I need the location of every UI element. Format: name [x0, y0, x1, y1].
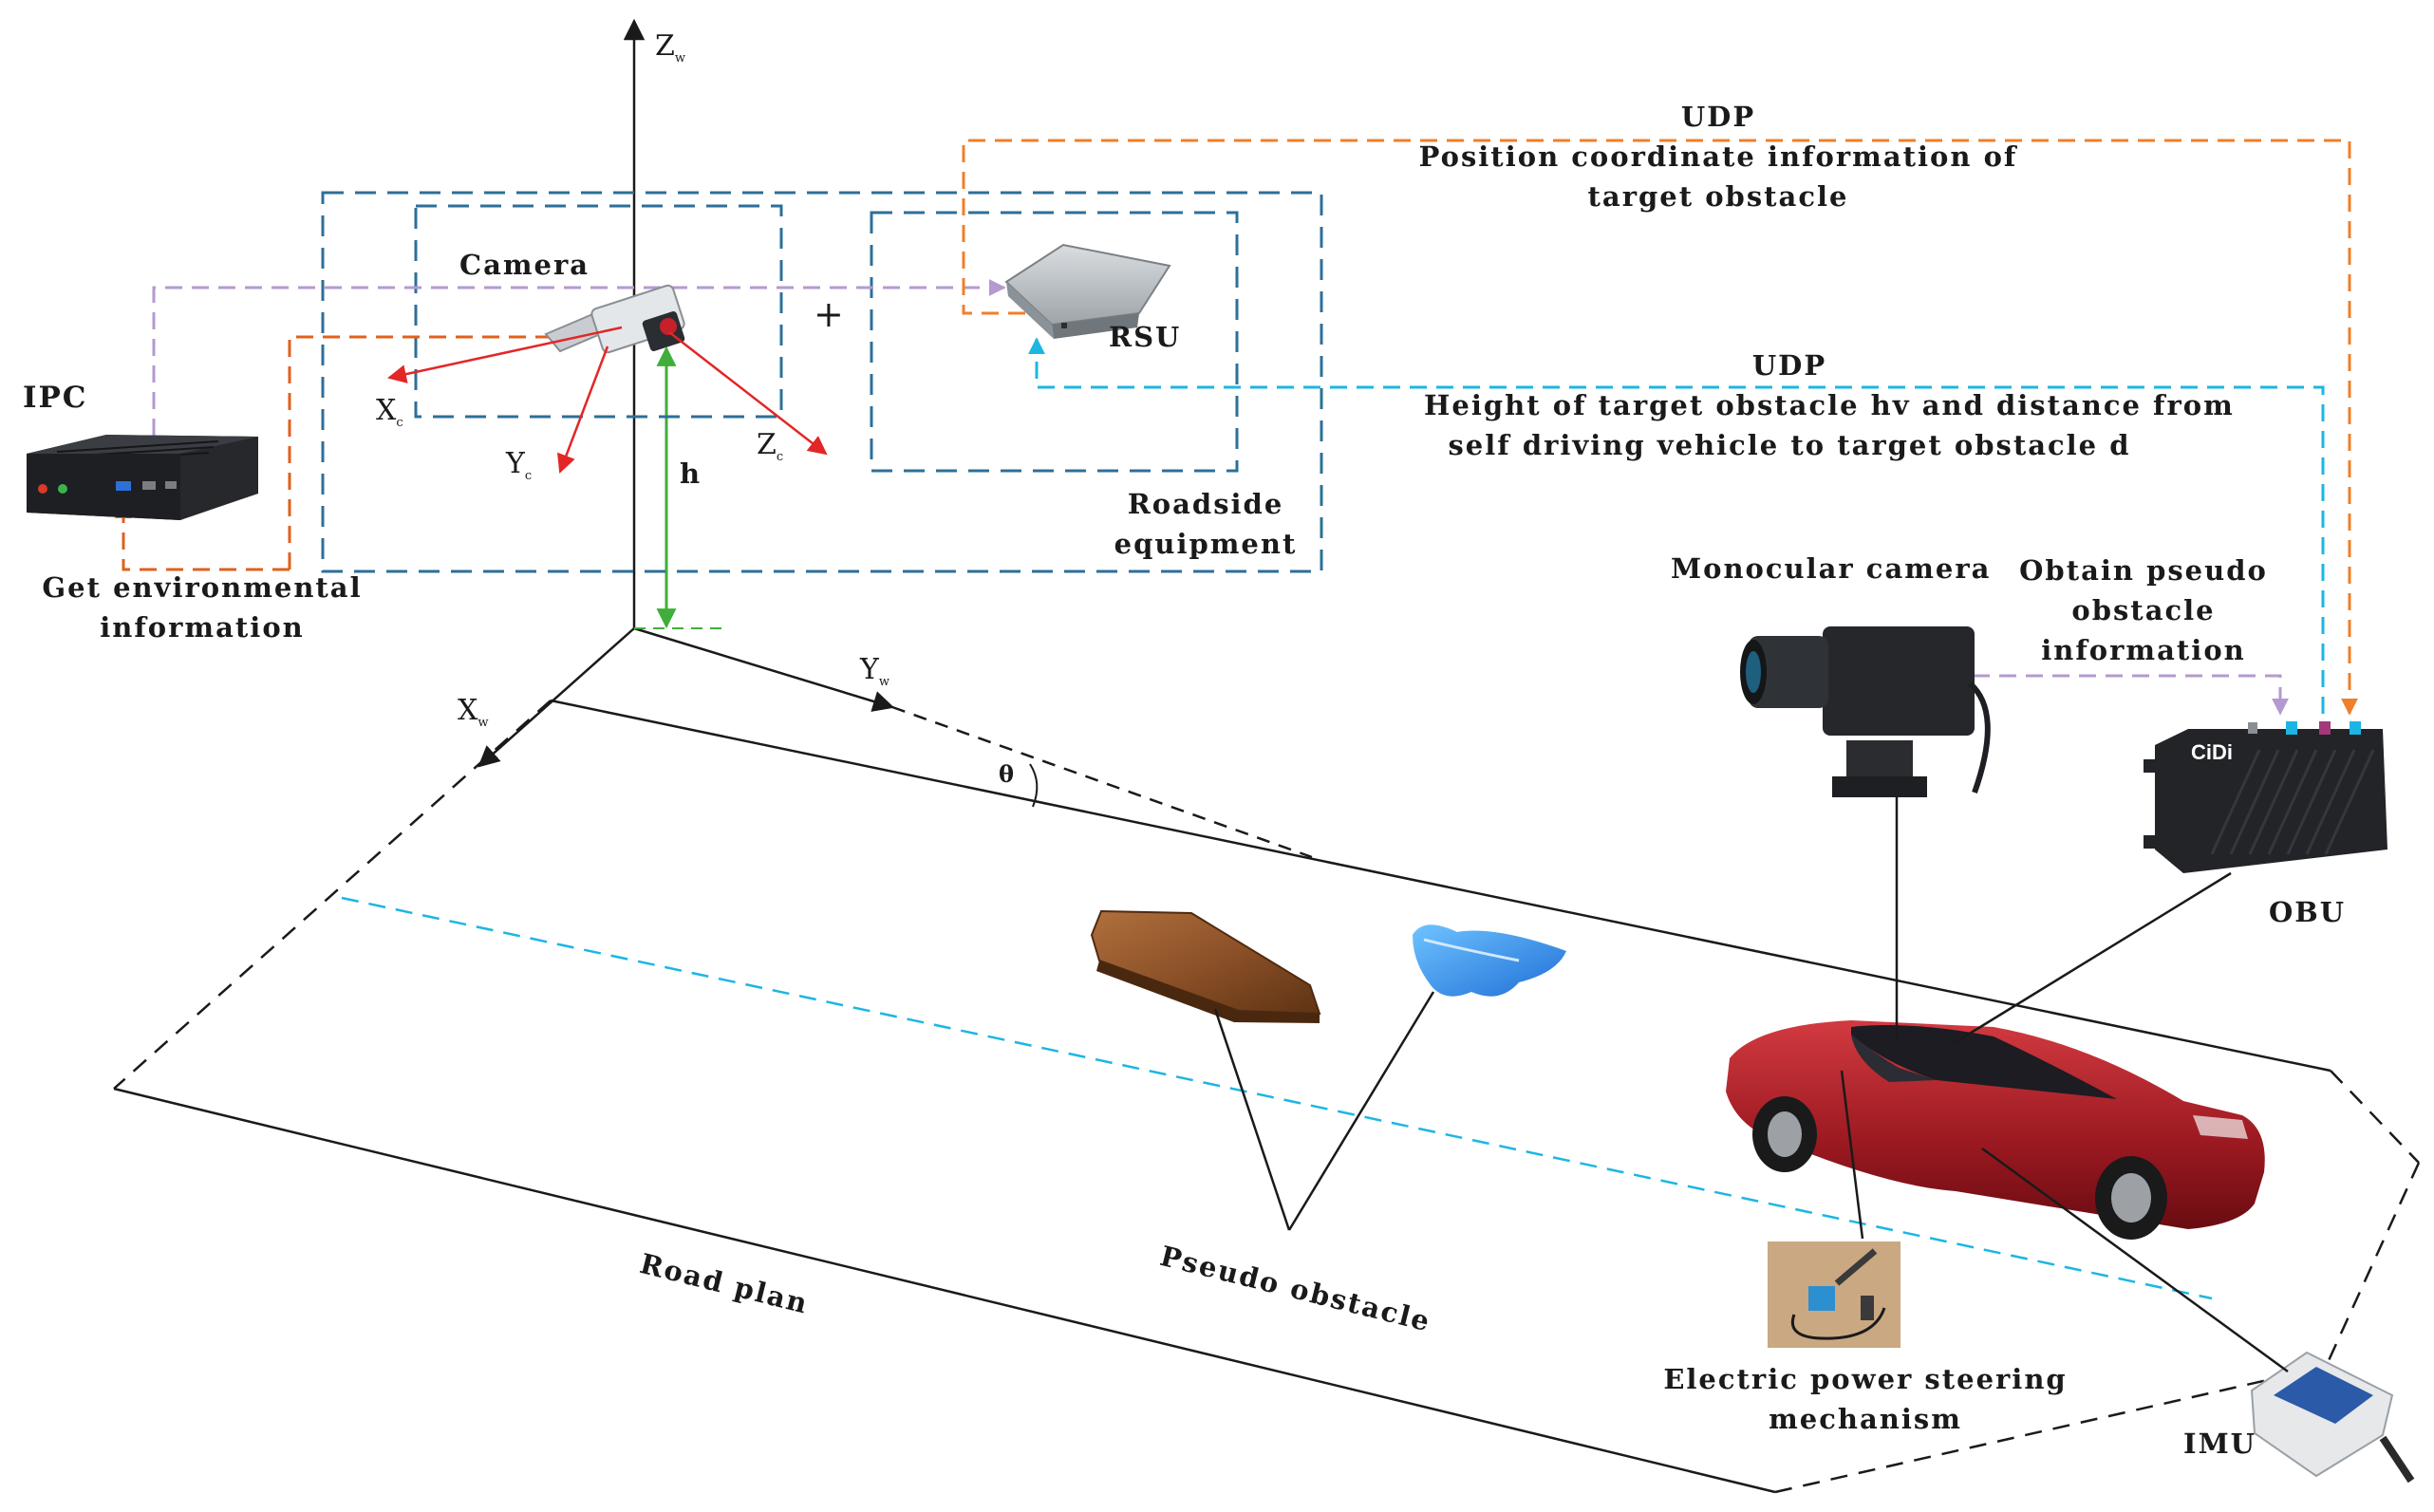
theta-label: θ [999, 760, 1017, 788]
obu-brand-text: CiDi [2191, 740, 2233, 764]
ipc-to-rsu-link [152, 279, 1006, 489]
udp-position-link [962, 139, 2358, 716]
pseudo-obstacle-bag-icon [1413, 924, 1566, 997]
yw-axis [633, 626, 895, 712]
camera-box [414, 204, 783, 419]
height-label: h [680, 457, 702, 490]
camera-axes [387, 326, 828, 474]
rsu-box [870, 211, 1239, 473]
yc-axis-label: Yc [506, 447, 533, 483]
xw-axis-label: Xw [458, 694, 489, 730]
monocular-camera-icon [1740, 626, 1991, 797]
zc-axis [668, 331, 828, 456]
udp-height-distance-link [1028, 337, 2325, 714]
camera-label: Camera [459, 249, 590, 281]
height-indicator [634, 345, 721, 629]
rsu-label: RSU [1109, 321, 1182, 353]
ipc-label: IPC [23, 381, 88, 415]
world-axes [477, 18, 1313, 859]
obu-device-icon [2144, 721, 2387, 873]
eps-photo-icon [1768, 1241, 1900, 1348]
xc-axis-label: Xc [376, 394, 403, 430]
xc-axis [387, 326, 623, 383]
roadside-equipment-boxes [321, 191, 1323, 573]
ipc-device-icon [27, 435, 258, 520]
zc-axis-label: Zc [757, 428, 784, 464]
mono-camera-to-obu-link [1973, 674, 2289, 716]
rsu-device-icon [1004, 243, 1171, 339]
lane-divider-line [341, 896, 2213, 1300]
ipc-link-orange [115, 335, 589, 571]
yc-axis [557, 345, 609, 474]
imu-device-icon [2250, 1351, 2415, 1484]
monocular-camera-label: Monocular camera [1671, 552, 1992, 585]
yw-axis-label: Yw [860, 653, 889, 689]
self-driving-car-icon [1726, 1020, 2265, 1240]
obu-label: OBU [2269, 896, 2347, 928]
imu-label: IMU [2183, 1428, 2256, 1460]
roadside-equipment-outer-box [321, 191, 1323, 573]
theta-arc [1029, 763, 1039, 808]
roadside-camera-icon [544, 284, 685, 354]
pseudo-obstacle-board-icon [1090, 909, 1321, 1023]
plus-sign: + [814, 293, 846, 335]
xw-axis [477, 627, 635, 768]
connector-lines [1213, 797, 2289, 1373]
zw-axis-label: Zw [655, 29, 685, 65]
